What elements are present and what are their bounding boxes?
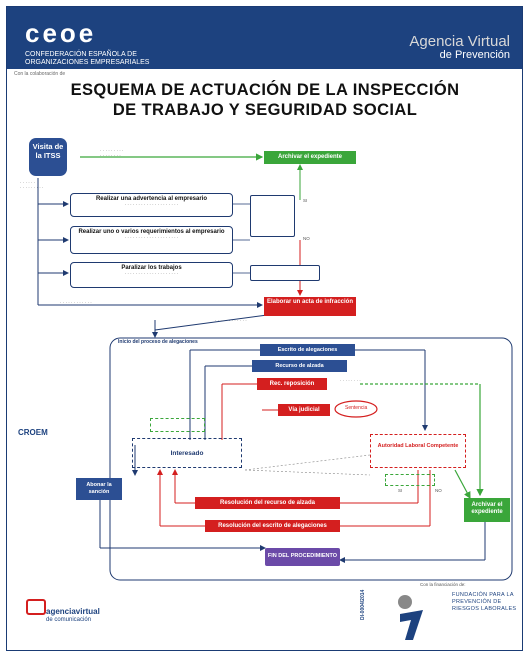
financiacion-label: Con la financiación de:	[420, 582, 466, 587]
advertencia-title: Realizar una advertencia al empresario	[95, 196, 208, 202]
fundacion-name: FUNDACIÓN PARA LA PREVENCIÓN DE RIESGOS …	[452, 592, 520, 613]
visita-side-note: · · · · · ·· · · · · · · · ·	[20, 180, 44, 190]
cumplimiento-box	[250, 195, 295, 237]
legalidad-box	[385, 474, 435, 486]
croem-text: CROEM	[18, 428, 48, 437]
visita-note: · · · · · · · · ·· · · · · · · ·	[100, 148, 124, 158]
paralizacion-note-box	[250, 265, 320, 281]
abonar-sancion-box: Abonar la sanción	[76, 478, 122, 500]
sentencia-label: Sentencia	[345, 405, 368, 411]
interesado-box: Interesado	[132, 438, 242, 468]
paralizar-box: Paralizar los trabajos · · · · · · · · ·…	[70, 262, 233, 288]
recurso-alzada-box: Recurso de alzada	[252, 360, 347, 372]
speech-bubble-icon	[26, 599, 46, 615]
resolucion-escrito-label: Resolución del escrito de alegaciones	[218, 523, 327, 529]
document-code: DI-0004/2014	[360, 590, 366, 620]
ceoe-logo: ceoe	[25, 18, 97, 48]
paralizar-desc: · · · · · · · · · · · · · · · · · · · ·	[124, 271, 179, 276]
poster-frame	[6, 6, 523, 651]
autoridad-label: Autoridad Laboral Competente	[377, 443, 459, 449]
fin-procedimiento-box: FIN DEL PROCEDIMIENTO	[265, 548, 340, 566]
agencia-virtual-logo: agenciavirtual de comunicación	[26, 595, 116, 630]
credit-text: Con la colaboración de	[14, 71, 66, 77]
requerimiento-box: Realizar uno o varios requerimientos al …	[70, 226, 233, 254]
abonar-label: Abonar la sanción	[86, 482, 112, 495]
acta-sub-note: · · · · · · · · · · · ·	[215, 318, 247, 323]
ceoe-subtitle: CONFEDERACIÓN ESPAÑOLA DE ORGANIZACIONES…	[25, 51, 150, 66]
fin-label: FIN DEL PROCEDIMIENTO	[267, 553, 338, 559]
archivar-expediente-bottom: Archivar el expediente	[464, 498, 510, 522]
visita-node: Visita de la ITSS	[29, 138, 67, 176]
interesado-label: Interesado	[170, 450, 204, 457]
reposicion-note: · · · · · · · ·	[340, 378, 361, 383]
resolucion-recurso-label: Resolución del recurso de alzada	[219, 500, 316, 506]
visita-label: Visita de la ITSS	[32, 142, 64, 160]
title-line-2: DE TRABAJO Y SEGURIDAD SOCIAL	[112, 101, 418, 119]
no-label-2: NO	[435, 488, 442, 493]
comunicacion-text: de comunicación	[46, 617, 92, 623]
inicio-alegaciones-label: Inicio del proceso de alegaciones	[118, 339, 198, 345]
resolucion-recurso-box: Resolución del recurso de alzada	[195, 497, 340, 509]
requerimiento-desc: · · · · · · · · · · · · · · · · · · · ·	[124, 235, 179, 240]
fundacion-icon	[398, 595, 423, 640]
decision-green-box	[150, 418, 205, 432]
sentencia-ellipse	[334, 400, 378, 418]
advertencia-desc: · · · · · · · · · · · · · · · · · · · ·	[124, 202, 179, 207]
agencia-text: agenciavirtual	[46, 607, 100, 616]
fundacion-logo-mark	[395, 592, 445, 642]
no-label: NO	[303, 236, 310, 241]
agency-line-1: Agencia Virtual	[409, 33, 510, 50]
agency-line-2: de Prevención	[439, 49, 510, 61]
title-line-1: ESQUEMA DE ACTUACIÓN DE LA INSPECCIÓN	[70, 81, 460, 99]
acta-note: · · · · · · · · · · · ·	[60, 300, 92, 305]
page-title: ESQUEMA DE ACTUACIÓN DE LA INSPECCIÓN DE…	[20, 80, 510, 120]
reposicion-box: Rec. reposición	[257, 378, 327, 390]
archivar-top-label: Archivar el expediente	[277, 154, 343, 160]
si-label: SI	[303, 198, 308, 203]
escrito-label: Escrito de alegaciones	[277, 347, 338, 353]
code-text: DI-0004/2014	[360, 589, 366, 620]
croem-logo: CROEM	[18, 428, 48, 437]
fundacion-text: FUNDACIÓN PARA LA PREVENCIÓN DE RIESGOS …	[452, 592, 517, 612]
escrito-alegaciones-box: Escrito de alegaciones	[260, 344, 355, 356]
acta-infraccion-box: Elaborar un acta de infracción	[264, 297, 356, 316]
via-judicial-label: Vía judicial	[288, 407, 320, 413]
acta-label: Elaborar un acta de infracción	[266, 299, 354, 305]
archivar-expediente-top: Archivar el expediente	[264, 151, 356, 164]
via-judicial-box: Vía judicial	[278, 404, 330, 416]
autoridad-box: Autoridad Laboral Competente	[370, 434, 466, 468]
paralizar-title: Paralizar los trabajos	[121, 265, 182, 271]
resolucion-escrito-box: Resolución del escrito de alegaciones	[205, 520, 340, 532]
advertencia-box: Realizar una advertencia al empresario ·…	[70, 193, 233, 217]
requerimiento-title: Realizar uno o varios requerimientos al …	[78, 229, 225, 235]
recurso-label: Recurso de alzada	[275, 363, 324, 369]
archivar-bottom-label: Archivar el expediente	[471, 502, 503, 515]
si-label-2: SI	[398, 488, 403, 493]
header-banner: ceoe CONFEDERACIÓN ESPAÑOLA DE ORGANIZAC…	[7, 7, 522, 69]
reposicion-label: Rec. reposición	[269, 381, 315, 387]
